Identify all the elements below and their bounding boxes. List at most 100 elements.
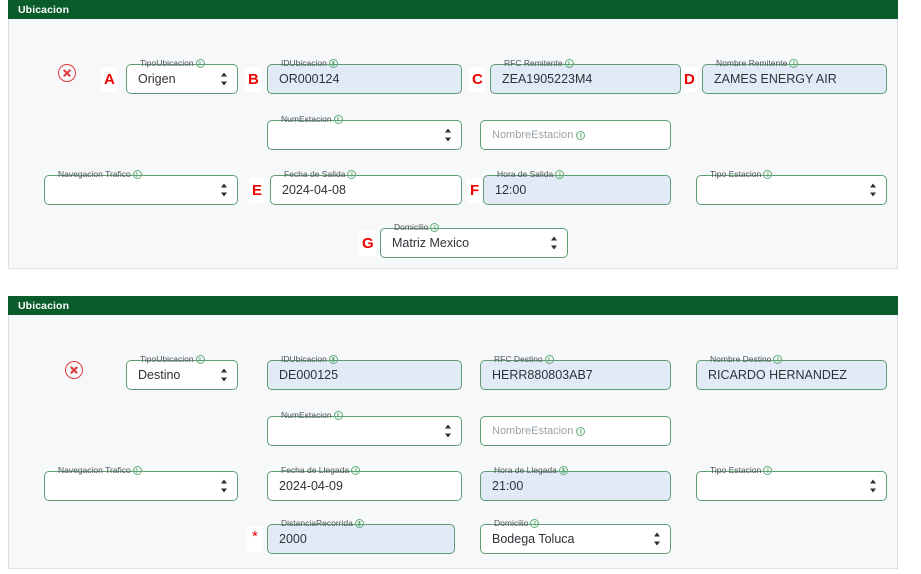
info-icon (132, 169, 142, 179)
annotation-d: D (681, 67, 697, 92)
annotation-f: F (467, 178, 482, 203)
hora-salida-label: Hora de Salida (493, 169, 569, 179)
nombre-destino-value: RICARDO HERNANDEZ (708, 368, 847, 382)
num-estacion-value (279, 417, 437, 445)
info-icon (195, 354, 205, 364)
nombre-remitente-value: ZAMES ENERGY AIR (714, 72, 837, 86)
tipo-ubicacion-select[interactable]: TipoUbicacion Destino (126, 354, 238, 390)
id-ubicacion-input[interactable]: IDUbicacion DE000125 (267, 354, 462, 390)
navegacion-trafico-label: Navegacion Trafico (54, 169, 146, 179)
tipo-ubicacion-select[interactable]: TipoUbicacion Origen (126, 58, 238, 94)
hora-llegada-label: Hora de Llegada (490, 465, 572, 475)
chevron-updown-icon (220, 368, 228, 382)
nombre-estacion-input[interactable]: NombreEstacion (480, 416, 671, 446)
info-icon (558, 465, 568, 475)
num-estacion-select[interactable]: NumEstacion (267, 410, 462, 446)
tipo-estacion-select[interactable]: Tipo Estacion (696, 169, 887, 205)
nombre-estacion-input[interactable]: NombreEstacion (480, 120, 671, 150)
required-marker: * (247, 526, 262, 552)
num-estacion-label: NumEstacion (277, 114, 347, 124)
chevron-updown-icon (220, 183, 228, 197)
tipo-estacion-value (708, 176, 862, 204)
annotation-e: E (249, 178, 265, 203)
fecha-llegada-label: Fecha de Llegada (277, 465, 365, 475)
chevron-updown-icon (653, 532, 661, 546)
info-icon (333, 114, 343, 124)
annotation-b: B (245, 67, 261, 92)
annotation-g: G (359, 231, 376, 256)
info-icon (544, 354, 554, 364)
navegacion-trafico-select[interactable]: Navegacion Trafico (44, 465, 238, 501)
ubicacion-panel-origen: Ubicacion A TipoUbicacion Origen B IDUbi… (8, 0, 898, 269)
num-estacion-label: NumEstacion (277, 410, 347, 420)
chevron-updown-icon (444, 128, 452, 142)
fecha-salida-input[interactable]: Fecha de Salida 2024-04-08 (270, 169, 462, 205)
domicilio-label: Domicilio (390, 222, 444, 232)
hora-llegada-value: 21:00 (492, 479, 524, 493)
chevron-updown-icon (444, 424, 452, 438)
tipo-ubicacion-label: TipoUbicacion (136, 58, 209, 68)
chevron-updown-icon (869, 183, 877, 197)
ubicacion-panel-destino: Ubicacion TipoUbicacion Destino IDUbicac… (8, 296, 898, 569)
panel-title-destino: Ubicacion (8, 296, 898, 315)
tipo-ubicacion-value: Origen (138, 72, 176, 86)
nombre-destino-label: Nombre Destino (706, 354, 787, 364)
hora-salida-input[interactable]: Hora de Salida 12:00 (483, 169, 671, 205)
nombre-destino-input[interactable]: Nombre Destino RICARDO HERNANDEZ (696, 354, 887, 390)
chevron-updown-icon (869, 479, 877, 493)
distancia-recorrida-label: DistanciaRecorrida (277, 518, 368, 528)
nombre-remitente-input[interactable]: Nombre Remitente ZAMES ENERGY AIR (702, 58, 887, 94)
nombre-remitente-label: Nombre Remitente (712, 58, 803, 68)
rfc-remitente-value: ZEA1905223M4 (502, 72, 593, 86)
navegacion-trafico-select[interactable]: Navegacion Trafico (44, 169, 238, 205)
num-estacion-select[interactable]: NumEstacion (267, 114, 462, 150)
fecha-llegada-value: 2024-04-09 (279, 479, 343, 493)
remove-ubicacion-button[interactable] (58, 64, 76, 82)
id-ubicacion-label: IDUbicacion (277, 58, 342, 68)
chevron-updown-icon (220, 72, 228, 86)
domicilio-value: Bodega Toluca (492, 532, 575, 546)
fecha-llegada-input[interactable]: Fecha de Llegada 2024-04-09 (267, 465, 462, 501)
rfc-remitente-input[interactable]: RFC Remitente ZEA1905223M4 (490, 58, 681, 94)
info-icon (195, 58, 205, 68)
info-icon (333, 410, 343, 420)
navegacion-trafico-value (56, 176, 213, 204)
info-icon (564, 58, 574, 68)
tipo-estacion-value (708, 472, 862, 500)
tipo-ubicacion-label: TipoUbicacion (136, 354, 209, 364)
id-ubicacion-label: IDUbicacion (277, 354, 342, 364)
id-ubicacion-value: OR000124 (279, 72, 340, 86)
id-ubicacion-input[interactable]: IDUbicacion OR000124 (267, 58, 462, 94)
info-icon (763, 465, 773, 475)
tipo-estacion-select[interactable]: Tipo Estacion (696, 465, 887, 501)
info-icon (789, 58, 799, 68)
tipo-estacion-label: Tipo Estacion (706, 169, 777, 179)
domicilio-select[interactable]: Domicilio Matriz Mexico (380, 222, 568, 258)
navegacion-trafico-value (56, 472, 213, 500)
hora-salida-value: 12:00 (495, 183, 527, 197)
id-ubicacion-value: DE000125 (279, 368, 339, 382)
domicilio-select[interactable]: Domicilio Bodega Toluca (480, 518, 671, 554)
info-icon (351, 465, 361, 475)
remove-ubicacion-button[interactable] (65, 361, 83, 379)
tipo-estacion-label: Tipo Estacion (706, 465, 777, 475)
info-icon (530, 518, 540, 528)
rfc-destino-input[interactable]: RFC Destino HERR880803AB7 (480, 354, 671, 390)
distancia-recorrida-input[interactable]: DistanciaRecorrida 2000 (267, 518, 455, 554)
hora-llegada-input[interactable]: Hora de Llegada 21:00 (480, 465, 671, 501)
info-icon (132, 465, 142, 475)
fecha-salida-label: Fecha de Salida (280, 169, 361, 179)
rfc-remitente-label: RFC Remitente (500, 58, 578, 68)
tipo-ubicacion-value: Destino (138, 368, 181, 382)
annotation-a: A (101, 67, 117, 92)
rfc-destino-value: HERR880803AB7 (492, 368, 593, 382)
info-icon (773, 354, 783, 364)
info-icon (328, 354, 338, 364)
domicilio-label: Domicilio (490, 518, 544, 528)
info-icon (576, 426, 586, 436)
chevron-updown-icon (220, 479, 228, 493)
rfc-destino-label: RFC Destino (490, 354, 558, 364)
nombre-estacion-placeholder: NombreEstacion (492, 121, 646, 149)
domicilio-value: Matriz Mexico (392, 236, 470, 250)
